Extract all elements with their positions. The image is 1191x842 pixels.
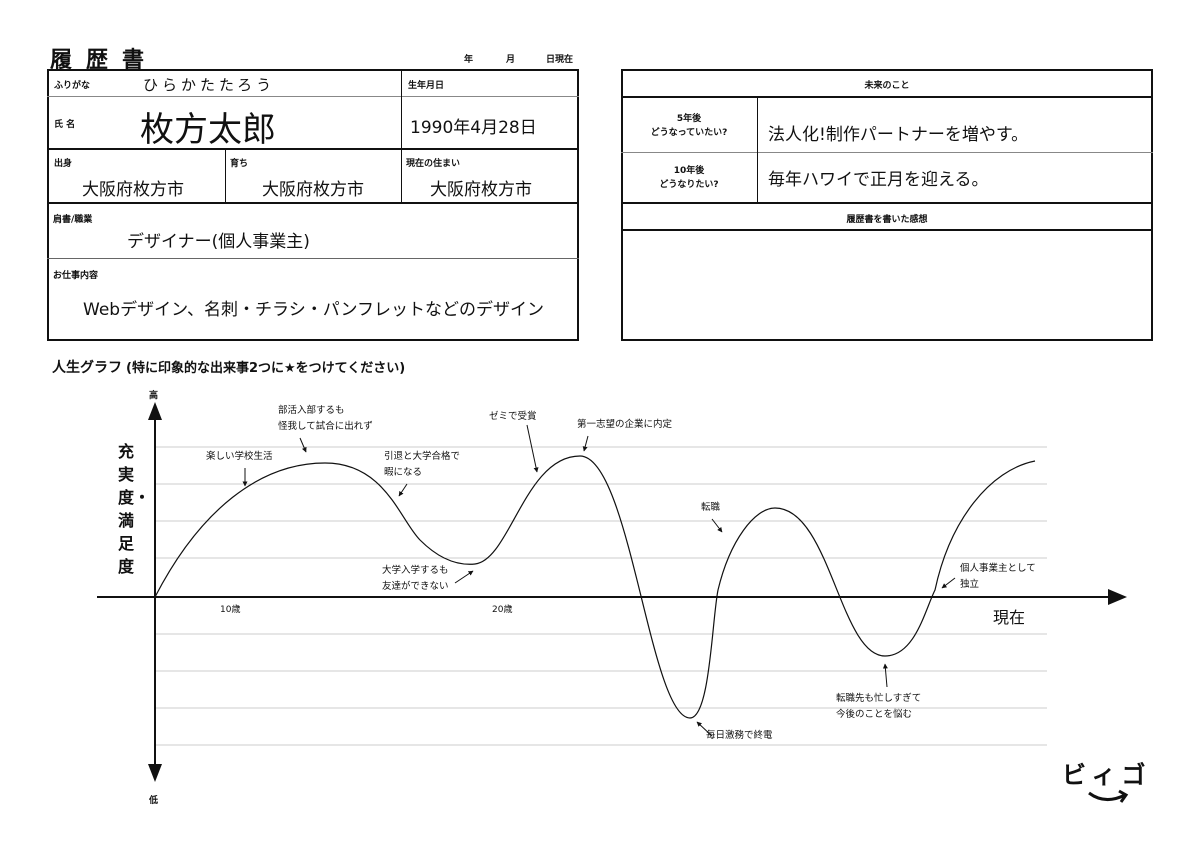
y-low-label: 低 bbox=[149, 796, 159, 806]
birth-label: 生年月日 bbox=[408, 81, 445, 91]
origin-label: 出身 bbox=[54, 159, 73, 169]
raised-label: 育ち bbox=[230, 159, 249, 169]
origin-value: 大阪府枚方市 bbox=[82, 180, 184, 200]
ten-year-label: 10年後どうなりたい? bbox=[659, 166, 719, 190]
date-year-label: 年 bbox=[464, 55, 474, 65]
y-high-label: 高 bbox=[149, 391, 159, 401]
future-header: 未来のこと bbox=[864, 81, 910, 91]
event-label: 転職 bbox=[701, 502, 721, 513]
x-now-label: 現在 bbox=[993, 608, 1026, 627]
page-title: 履歴書 bbox=[50, 48, 159, 73]
job-title-label: 肩書/職業 bbox=[53, 215, 93, 225]
date-month-label: 月 bbox=[506, 55, 516, 65]
logo: ビィゴ bbox=[1062, 761, 1152, 789]
event-label: 転職先も忙しすぎて 今後のことを悩む bbox=[836, 693, 922, 720]
event-label: 個人事業主として 独立 bbox=[960, 563, 1036, 590]
tick-20: 20歳 bbox=[492, 605, 513, 615]
date-day-label: 日現在 bbox=[546, 55, 574, 65]
event-label: 部活入部するも 怪我して試合に出れず bbox=[278, 405, 373, 432]
raised-value: 大阪府枚方市 bbox=[262, 180, 364, 200]
current-residence-label: 現在の住まい bbox=[406, 159, 461, 169]
five-year-label: 5年後どうなっていたい? bbox=[650, 114, 728, 138]
life-curve bbox=[154, 455, 1036, 719]
name-value: 枚方太郎 bbox=[140, 110, 276, 150]
furigana-value: ひらかたたろう bbox=[143, 76, 276, 94]
annotation-arrows bbox=[242, 424, 956, 737]
work-value: Webデザイン、名刺・チラシ・パンフレットなどのデザイン bbox=[83, 300, 545, 320]
event-label: 引退と大学合格で 暇になる bbox=[384, 451, 461, 478]
event-label: 第一志望の企業に内定 bbox=[577, 419, 673, 430]
event-label: ゼミで受賞 bbox=[489, 411, 537, 422]
job-title-value: デザイナー(個人事業主) bbox=[127, 232, 310, 252]
name-label: 氏 名 bbox=[54, 120, 76, 130]
current-residence-value: 大阪府枚方市 bbox=[430, 180, 532, 200]
furigana-label: ふりがな bbox=[54, 81, 91, 91]
graph-title: 人生グラフ(特に印象的な出来事2つに★をつけてください) bbox=[52, 360, 406, 376]
five-year-value: 法人化!制作パートナーを増やす。 bbox=[768, 125, 1029, 145]
birth-value: 1990年4月28日 bbox=[410, 118, 537, 138]
logo-smile-icon bbox=[1088, 789, 1129, 803]
event-label: 楽しい学校生活 bbox=[206, 451, 273, 462]
tick-10: 10歳 bbox=[220, 605, 241, 615]
future-table bbox=[621, 69, 1153, 341]
event-label: 毎日激務で終電 bbox=[706, 730, 773, 741]
event-label: 大学入学するも 友達ができない bbox=[382, 565, 449, 592]
profile-table bbox=[47, 69, 579, 341]
work-label: お仕事内容 bbox=[53, 271, 99, 281]
ten-year-value: 毎年ハワイで正月を迎える。 bbox=[768, 170, 989, 190]
impressions-header: 履歴書を書いた感想 bbox=[846, 215, 928, 225]
